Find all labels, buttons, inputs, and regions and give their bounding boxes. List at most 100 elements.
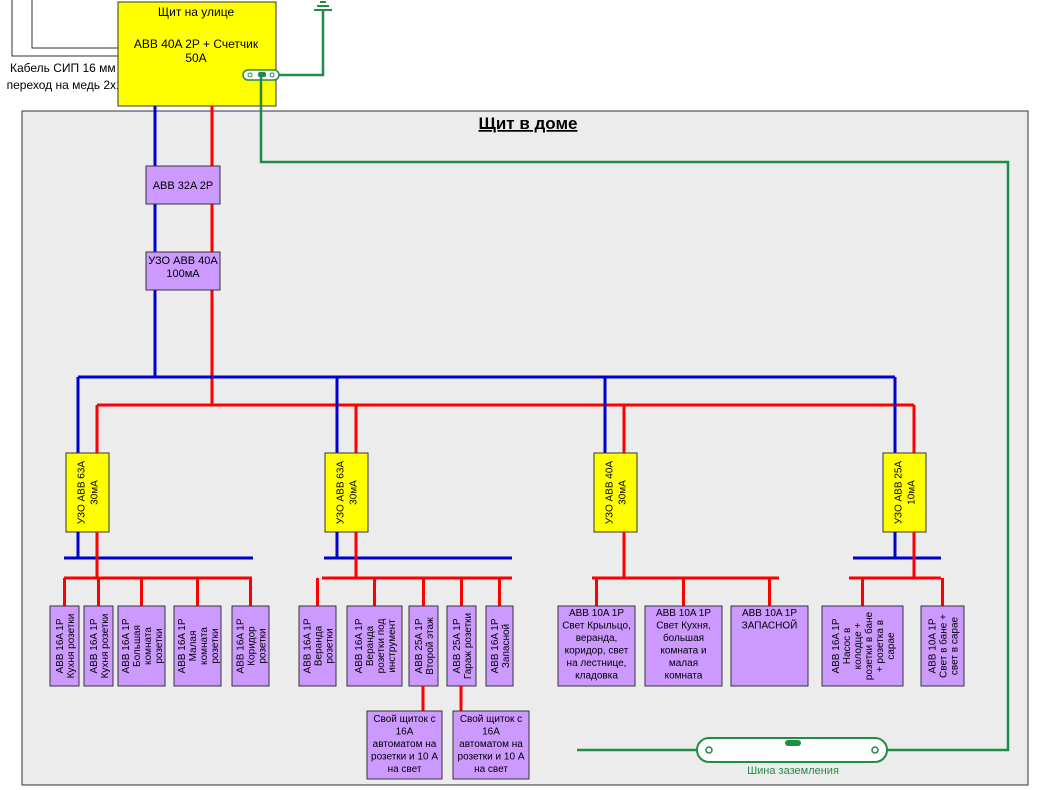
breaker-label-line: ABB 16A 1P [831,618,842,673]
rcd-label-line2: 30мА [349,480,360,505]
breaker-label-line: ABB 25A 1P [452,618,463,673]
earth-ground-icon [314,1,332,11]
breaker-box [557,605,636,687]
breaker-label-line: свет в сарае [950,616,961,675]
rcd-box [593,452,638,533]
breaker-label-line: розетки [258,628,269,663]
breaker-label-line: большая [663,632,704,644]
breaker-label-line: + розетка в [875,620,886,672]
outside-panel-box [117,1,277,107]
breaker-label-line: коридор, свет [565,646,629,657]
sub-panel-label-line: 16A [482,727,500,738]
breaker-box [821,605,904,687]
breaker-label-line: Кухня розетки [66,614,77,679]
cable-label-line2: переход на медь 2х10 [7,78,130,92]
breaker-label-line: ABB 16A 1P [177,618,188,673]
breaker-box [117,605,166,687]
breaker-label-line: розетки в бане [863,611,875,680]
breaker-label-line: розетки [210,628,221,663]
breaker-label-line: розетки [325,628,336,663]
sub-panel-label-line: розетки и 10 А [371,752,438,763]
breaker-label-line: комната и [660,646,706,657]
breaker-box [920,605,965,687]
breaker-box [346,605,403,687]
breaker-label-line: Большая [132,625,143,667]
breaker-label-line: Веранда [314,625,325,666]
rcd-label-line2: 10мА [907,480,918,505]
breaker-label-line: комната [199,627,210,665]
sub-panel-label-line: розетки и 10 А [458,752,525,763]
breaker-label-line: Свет Кухня, [656,621,711,632]
breaker-label-line: на лестнице, [567,658,627,669]
sub-panel-label-line: на свет [388,764,422,775]
incoming-cable-wire [11,0,118,57]
breaker-label-line: инструмент [387,619,398,673]
breaker-box [49,605,80,687]
breaker-label-line: ABB 10A 1P [742,608,797,619]
breaker-label-line: ЗАПАСНОЙ [742,619,798,632]
breaker-label-line: ABB 10A 1P [928,618,939,673]
sub-panel-label-line: автоматом на [373,739,437,750]
breaker-label-line: розетки под [376,619,387,674]
breaker-box [644,605,723,687]
breaker-box [231,605,270,687]
outside-panel-title: Щит на улице [158,5,235,19]
ground-bus-label: Шина заземления [747,765,839,777]
main-rcd-box [145,251,221,291]
breaker-label-line: Свет в бане + [938,614,950,678]
breaker-label-line: ABB 16A 1P [236,618,247,673]
main-rcd-line2: 100мА [166,268,200,280]
breaker-label-line: ABB 10A 1P [569,608,624,619]
breaker-box [173,605,222,687]
sub-panel-label-line: Свой щиток с [373,714,435,725]
breaker-label-line: веранда, [576,633,618,644]
main-breaker-label: ABB 32A 2P [153,180,214,192]
breaker-box [485,605,514,687]
rcd-label-line1: УЗО ABB 25A [894,461,905,525]
breaker-box [446,605,477,687]
rcd-box [882,452,927,533]
breaker-label-line: малая [669,658,698,669]
rcd-label-line1: УЗО ABB 63A [336,461,347,525]
breaker-label-line: комната [143,627,154,665]
breaker-label-line: Кухня розетки [100,614,111,679]
breaker-label-line: ABB 16A 1P [121,618,132,673]
breaker-label-line: Запасной [501,624,512,668]
sub-panel-label-line: 16A [396,727,414,738]
breaker-label-line: кладовка [575,671,618,682]
rcd-label-line2: 30мА [618,480,629,505]
sub-panel-box [452,710,530,780]
sub-panel-label-line: автоматом на [459,739,523,750]
breaker-label-line: сарае [886,632,897,660]
breaker-label-line: ABB 16A 1P [490,618,501,673]
cable-label-line1: Кабель СИП 16 мм + [10,61,126,75]
breaker-label-line: ABB 25A 1P [414,618,425,673]
rcd-box [324,452,369,533]
sub-panel-label-line: на свет [474,764,508,775]
breaker-label-line: ABB 16A 1P [55,618,66,673]
rcd-label-line2: 30мА [90,480,101,505]
ground-main-wire [259,75,1010,752]
breaker-label-line: Гараж розетки [463,613,474,679]
